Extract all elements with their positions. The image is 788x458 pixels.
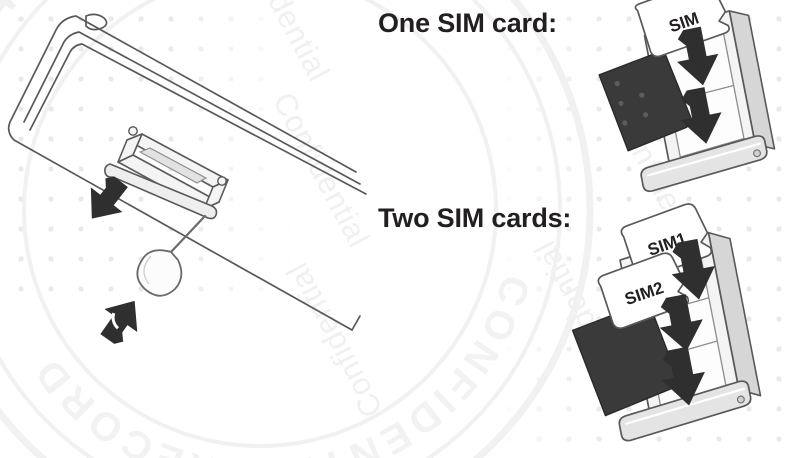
sim-tray-ejected [104,126,229,220]
arrow-insert-bottom-icon [661,346,705,406]
heading-two-sim-cards: Two SIM cards: [378,203,572,233]
arrow-insert-middle-icon [659,294,703,351]
arrow-insert-top-icon [671,238,715,300]
one-sim-tray-illustration: SIM [596,0,788,206]
sim-eject-pin-tool [136,214,207,297]
arrow-pull-out-icon [90,176,128,219]
arrow-insert-upper-icon [677,26,719,86]
two-sim-tray-illustration: SIM1 SIM2 [560,203,788,458]
phone-tray-eject-illustration [0,0,400,394]
arrow-insert-lower-icon [680,87,722,144]
heading-one-sim-card: One SIM card: [378,8,557,38]
arrow-push-in-icon [100,300,138,344]
